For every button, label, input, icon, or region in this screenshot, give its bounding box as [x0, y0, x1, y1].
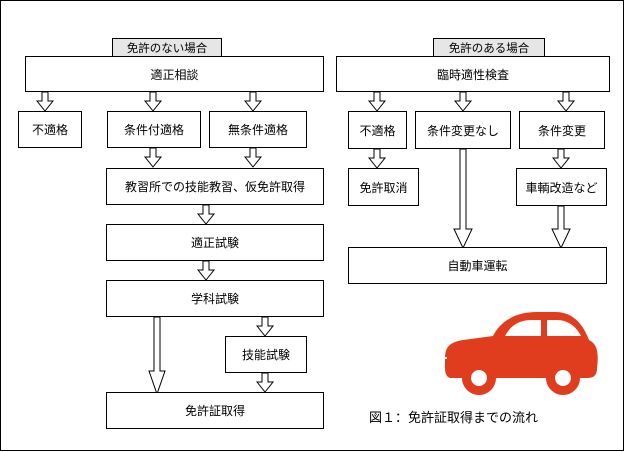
- school-box: 教習所での技能教習、仮免許取得: [106, 168, 324, 205]
- arrow-change-to-modify: [552, 148, 570, 169]
- conditional-box: 条件付適格: [107, 111, 201, 148]
- left-header-tab: 免許のない場合: [112, 38, 222, 57]
- arrow-to-conditional: [144, 91, 162, 112]
- arrow-unconditional-to-school: [244, 147, 262, 168]
- temp-check-box: 臨時適性検査: [336, 56, 610, 92]
- arrow-conditional-to-school: [144, 147, 162, 168]
- arrow-school-to-aptitude: [197, 204, 215, 225]
- modify-box: 車輌改造など: [516, 168, 607, 206]
- consult-box: 適正相談: [25, 56, 324, 92]
- driving-box: 自動車運転: [348, 247, 607, 284]
- arrow-no-change-to-driving: [453, 148, 473, 250]
- arrow-to-no-change: [454, 91, 472, 112]
- arrow-to-unfit-left: [36, 91, 54, 112]
- right-header-tab: 免許のある場合: [433, 38, 545, 57]
- arrow-to-change: [557, 91, 575, 112]
- no-change-box: 条件変更なし: [415, 111, 511, 149]
- unfit-box-right: 不適格: [348, 111, 407, 149]
- unfit-box-left: 不適格: [18, 111, 82, 148]
- unconditional-box: 無条件適格: [209, 111, 307, 148]
- arrow-to-unconditional: [244, 91, 262, 112]
- revoke-box: 免許取消: [348, 168, 419, 206]
- written-test-box: 学科試験: [106, 280, 324, 317]
- arrow-skill-to-license: [256, 372, 274, 393]
- skill-test-box: 技能試験: [225, 336, 307, 373]
- car-icon: [443, 312, 598, 395]
- arrow-unfit-to-revoke: [368, 148, 386, 169]
- change-box: 条件変更: [519, 111, 605, 149]
- figure-caption: 図１：免許証取得までの流れ: [369, 411, 539, 426]
- aptitude-test-box: 適正試験: [106, 224, 324, 261]
- arrow-modify-to-driving: [551, 205, 571, 250]
- arrow-aptitude-to-written: [197, 260, 215, 281]
- arrow-written-to-skill: [256, 316, 274, 337]
- license-box: 免許証取得: [106, 392, 324, 429]
- arrow-written-to-license: [148, 316, 166, 396]
- arrow-to-unfit-right: [368, 91, 386, 112]
